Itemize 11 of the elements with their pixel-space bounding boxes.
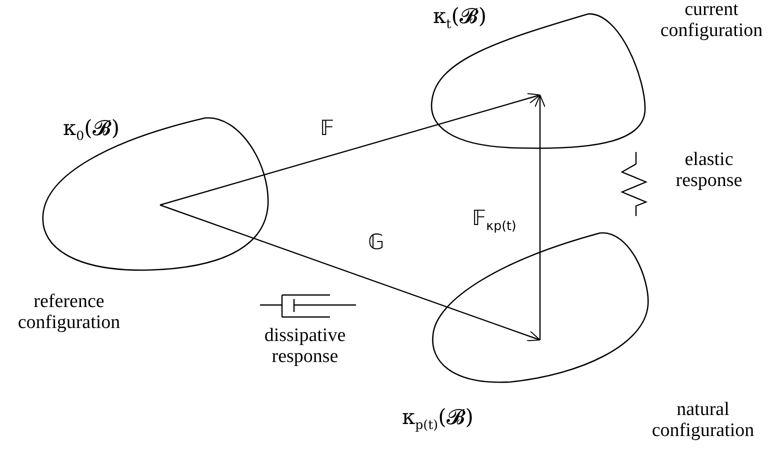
configuration-label: reference configuration xyxy=(16,292,122,334)
response-label: dissipative response xyxy=(263,326,347,368)
configuration-symbol: κ$_{p(t)}$(𝓑) xyxy=(402,407,474,432)
response-label: elastic response xyxy=(674,150,744,192)
configuration-symbol: κ$_{0}$(𝓑) xyxy=(63,118,120,143)
configuration-label: current configuration xyxy=(659,0,764,42)
arrow xyxy=(160,204,540,342)
configuration-symbol: κ$_{t}$(𝓑) xyxy=(433,6,487,31)
arrow xyxy=(160,93,540,206)
arrow xyxy=(534,94,546,340)
configuration-label: natural configuration xyxy=(650,400,756,442)
